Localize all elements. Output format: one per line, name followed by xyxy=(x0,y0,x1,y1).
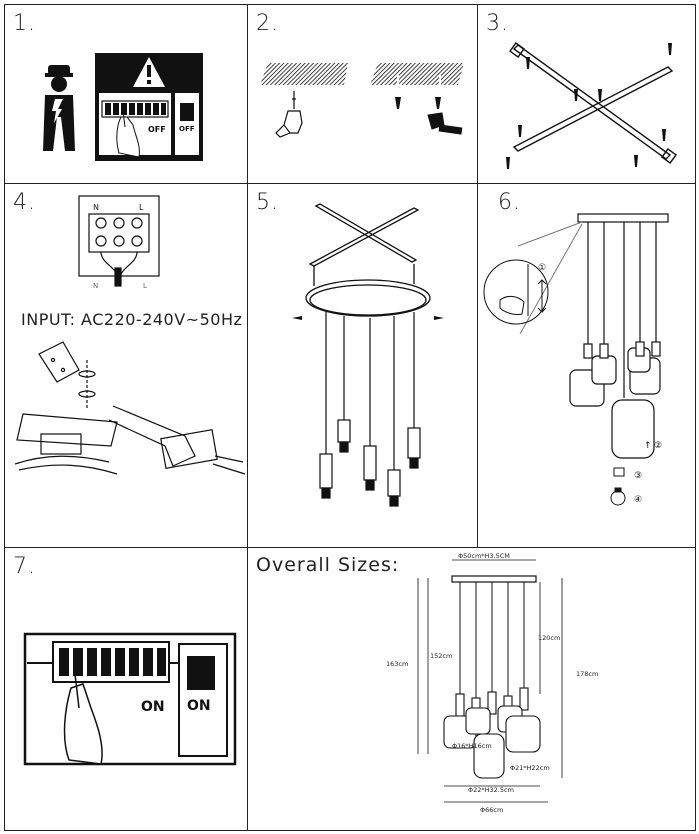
ceiling-icon xyxy=(260,63,348,85)
wire-l-label: L xyxy=(143,282,147,290)
crossbar-icon xyxy=(509,42,677,164)
step-6-panel: 6. xyxy=(477,183,696,548)
height-152-dimension: 152cm xyxy=(430,652,452,660)
glass-shade-icon xyxy=(443,687,541,779)
small-shade-dimension: Φ16*H16cm xyxy=(452,742,492,750)
step-3-panel: 3. xyxy=(477,4,696,184)
step-number: 7. xyxy=(13,554,36,579)
height-120-dimension: 120cm xyxy=(538,634,560,642)
switch-off-label: OFF xyxy=(179,125,195,133)
magnifier-detail-icon xyxy=(483,221,583,335)
terminal-block-icon xyxy=(78,195,160,287)
step-3-illustration xyxy=(506,42,677,169)
step-number: 6. xyxy=(498,190,521,215)
glass-shade-icon xyxy=(569,341,661,459)
terminal-l-label: L xyxy=(139,203,144,212)
step-number: 5. xyxy=(256,190,279,215)
step-1-illustration: OFF OFF xyxy=(43,53,203,161)
step-1-panel: 1. xyxy=(4,4,248,184)
input-voltage-label: INPUT: AC220-240V~50Hz xyxy=(21,310,243,329)
pendant-cords-icon xyxy=(459,582,525,698)
svg-text:↑: ↑ xyxy=(644,441,652,451)
switch-on-label: ON xyxy=(187,698,211,714)
medium-shade-dimension: Φ21*H22cm xyxy=(510,764,550,772)
canopy-icon xyxy=(577,213,669,223)
wiring-detail-icon xyxy=(14,341,246,475)
screw-icon xyxy=(292,316,444,320)
screw-icon xyxy=(506,43,672,169)
step-7-panel: 7. ON ON xyxy=(4,547,248,831)
callout-4: ④ xyxy=(634,495,642,505)
overall-width-dimension: Φ66cm xyxy=(480,806,503,814)
step-number: 2. xyxy=(256,11,279,36)
pendant-cords-icon xyxy=(587,222,657,398)
electrician-icon xyxy=(43,65,75,151)
canopy-icon xyxy=(451,575,537,583)
height-178-dimension: 178cm xyxy=(576,670,598,678)
breaker-off-label: OFF xyxy=(148,125,166,134)
dimension-drawing: Φ50cm*H3.5CM 163cm 152cm 120cm 178cm Φ16… xyxy=(386,552,598,814)
ceiling-icon xyxy=(370,63,464,85)
step-4-panel: 4. N L N L xyxy=(4,183,248,548)
breaker-on-label: ON xyxy=(141,699,165,715)
bulb-icon xyxy=(610,467,626,506)
step-number: 3. xyxy=(486,11,509,36)
terminal-n-label: N xyxy=(93,203,99,212)
step-5-illustration xyxy=(292,203,444,507)
hammer-icon xyxy=(427,112,463,135)
canopy-dimension: Φ50cm*H3.5CM xyxy=(458,552,510,560)
step-2-panel: 2. xyxy=(247,4,478,184)
step-number: 1. xyxy=(13,11,36,36)
breaker-box-icon xyxy=(95,53,203,161)
step-number: 4. xyxy=(13,190,36,215)
step-2-illustration xyxy=(260,63,464,138)
ring-canopy-icon xyxy=(305,203,431,317)
pendant-cords-icon xyxy=(325,312,415,470)
overall-sizes-title: Overall Sizes: xyxy=(256,554,400,576)
lamp-holder-icon xyxy=(319,419,421,507)
drill-icon xyxy=(275,91,303,138)
large-shade-dimension: Φ22*H32.5cm xyxy=(468,786,514,794)
height-163-dimension: 163cm xyxy=(386,660,408,668)
step-7-illustration: ON ON xyxy=(23,632,237,766)
callout-2: ② xyxy=(654,441,662,451)
callout-3: ③ xyxy=(634,471,642,481)
anchor-icon xyxy=(395,97,441,109)
step-4-illustration: N L N L xyxy=(14,195,246,475)
overall-sizes-panel: Overall Sizes: xyxy=(247,547,696,831)
step-5-panel: 5. xyxy=(247,183,478,548)
callout-1: ① xyxy=(538,263,546,273)
step-6-illustration: ① ② ③ ④ ↑ xyxy=(483,213,669,506)
dimension-lines xyxy=(417,559,563,803)
wire-n-label: N xyxy=(93,282,98,290)
breaker-box-icon xyxy=(23,632,237,766)
